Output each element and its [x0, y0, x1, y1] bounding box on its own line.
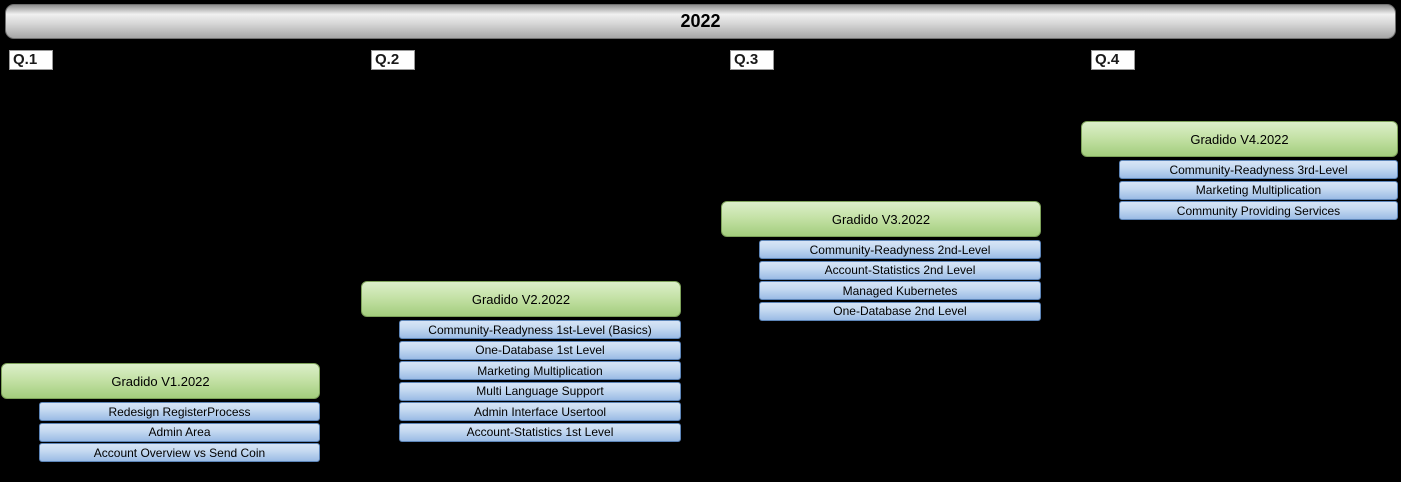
task-box: Marketing Multiplication [1119, 180, 1398, 200]
milestone-title: Gradido V1.2022 [111, 373, 210, 389]
milestone-box-v1: Gradido V1.2022 [1, 363, 320, 399]
task-box: One-Database 2nd Level [759, 301, 1041, 321]
release-group-v1: Gradido V1.2022 Redesign RegisterProcess… [1, 363, 320, 464]
task-box: One-Database 1st Level [399, 340, 681, 360]
release-group-v3: Gradido V3.2022 Community-Readyness 2nd-… [721, 201, 1041, 322]
task-box: Managed Kubernetes [759, 281, 1041, 300]
task-box: Admin Interface Usertool [399, 402, 681, 421]
quarter-label-q1: Q.1 [9, 50, 53, 70]
milestone-title: Gradido V3.2022 [831, 211, 931, 227]
task-box: Community-Readyness 3rd-Level [1119, 160, 1398, 179]
quarter-label-q2: Q.2 [371, 50, 415, 70]
task-list-v2: Community-Readyness 1st-Level (Basics) O… [399, 320, 681, 442]
task-box: Community Providing Services [1119, 201, 1398, 220]
task-list-v4: Community-Readyness 3rd-Level Marketing … [1119, 160, 1398, 220]
task-list-v1: Redesign RegisterProcess Admin Area Acco… [39, 402, 320, 462]
milestone-box-v3: Gradido V3.2022 [721, 201, 1041, 237]
milestone-box-v4: Gradido V4.2022 [1081, 121, 1398, 157]
task-list-v3: Community-Readyness 2nd-Level Account-St… [759, 240, 1041, 321]
task-box: Multi Language Support [399, 381, 681, 401]
milestone-box-v2: Gradido V2.2022 [361, 281, 681, 317]
release-group-v4: Gradido V4.2022 Community-Readyness 3rd-… [1081, 121, 1398, 222]
task-box: Account-Statistics 2nd Level [759, 260, 1041, 280]
milestone-title: Gradido V2.2022 [471, 291, 571, 307]
task-box: Admin Area [39, 422, 320, 442]
year-header-bar: 2022 [5, 4, 1396, 39]
task-box: Redesign RegisterProcess [39, 402, 320, 421]
task-box: Account-Statistics 1st Level [399, 422, 681, 442]
task-box: Community-Readyness 2nd-Level [759, 240, 1041, 259]
milestone-title: Gradido V4.2022 [1190, 131, 1289, 147]
task-box: Marketing Multiplication [399, 361, 681, 380]
task-box: Account Overview vs Send Coin [39, 443, 320, 462]
task-box: Community-Readyness 1st-Level (Basics) [399, 320, 681, 339]
year-label: 2022 [680, 11, 721, 31]
quarter-label-q3: Q.3 [730, 50, 774, 70]
quarter-label-q4: Q.4 [1091, 50, 1135, 70]
release-group-v2: Gradido V2.2022 Community-Readyness 1st-… [361, 281, 681, 443]
